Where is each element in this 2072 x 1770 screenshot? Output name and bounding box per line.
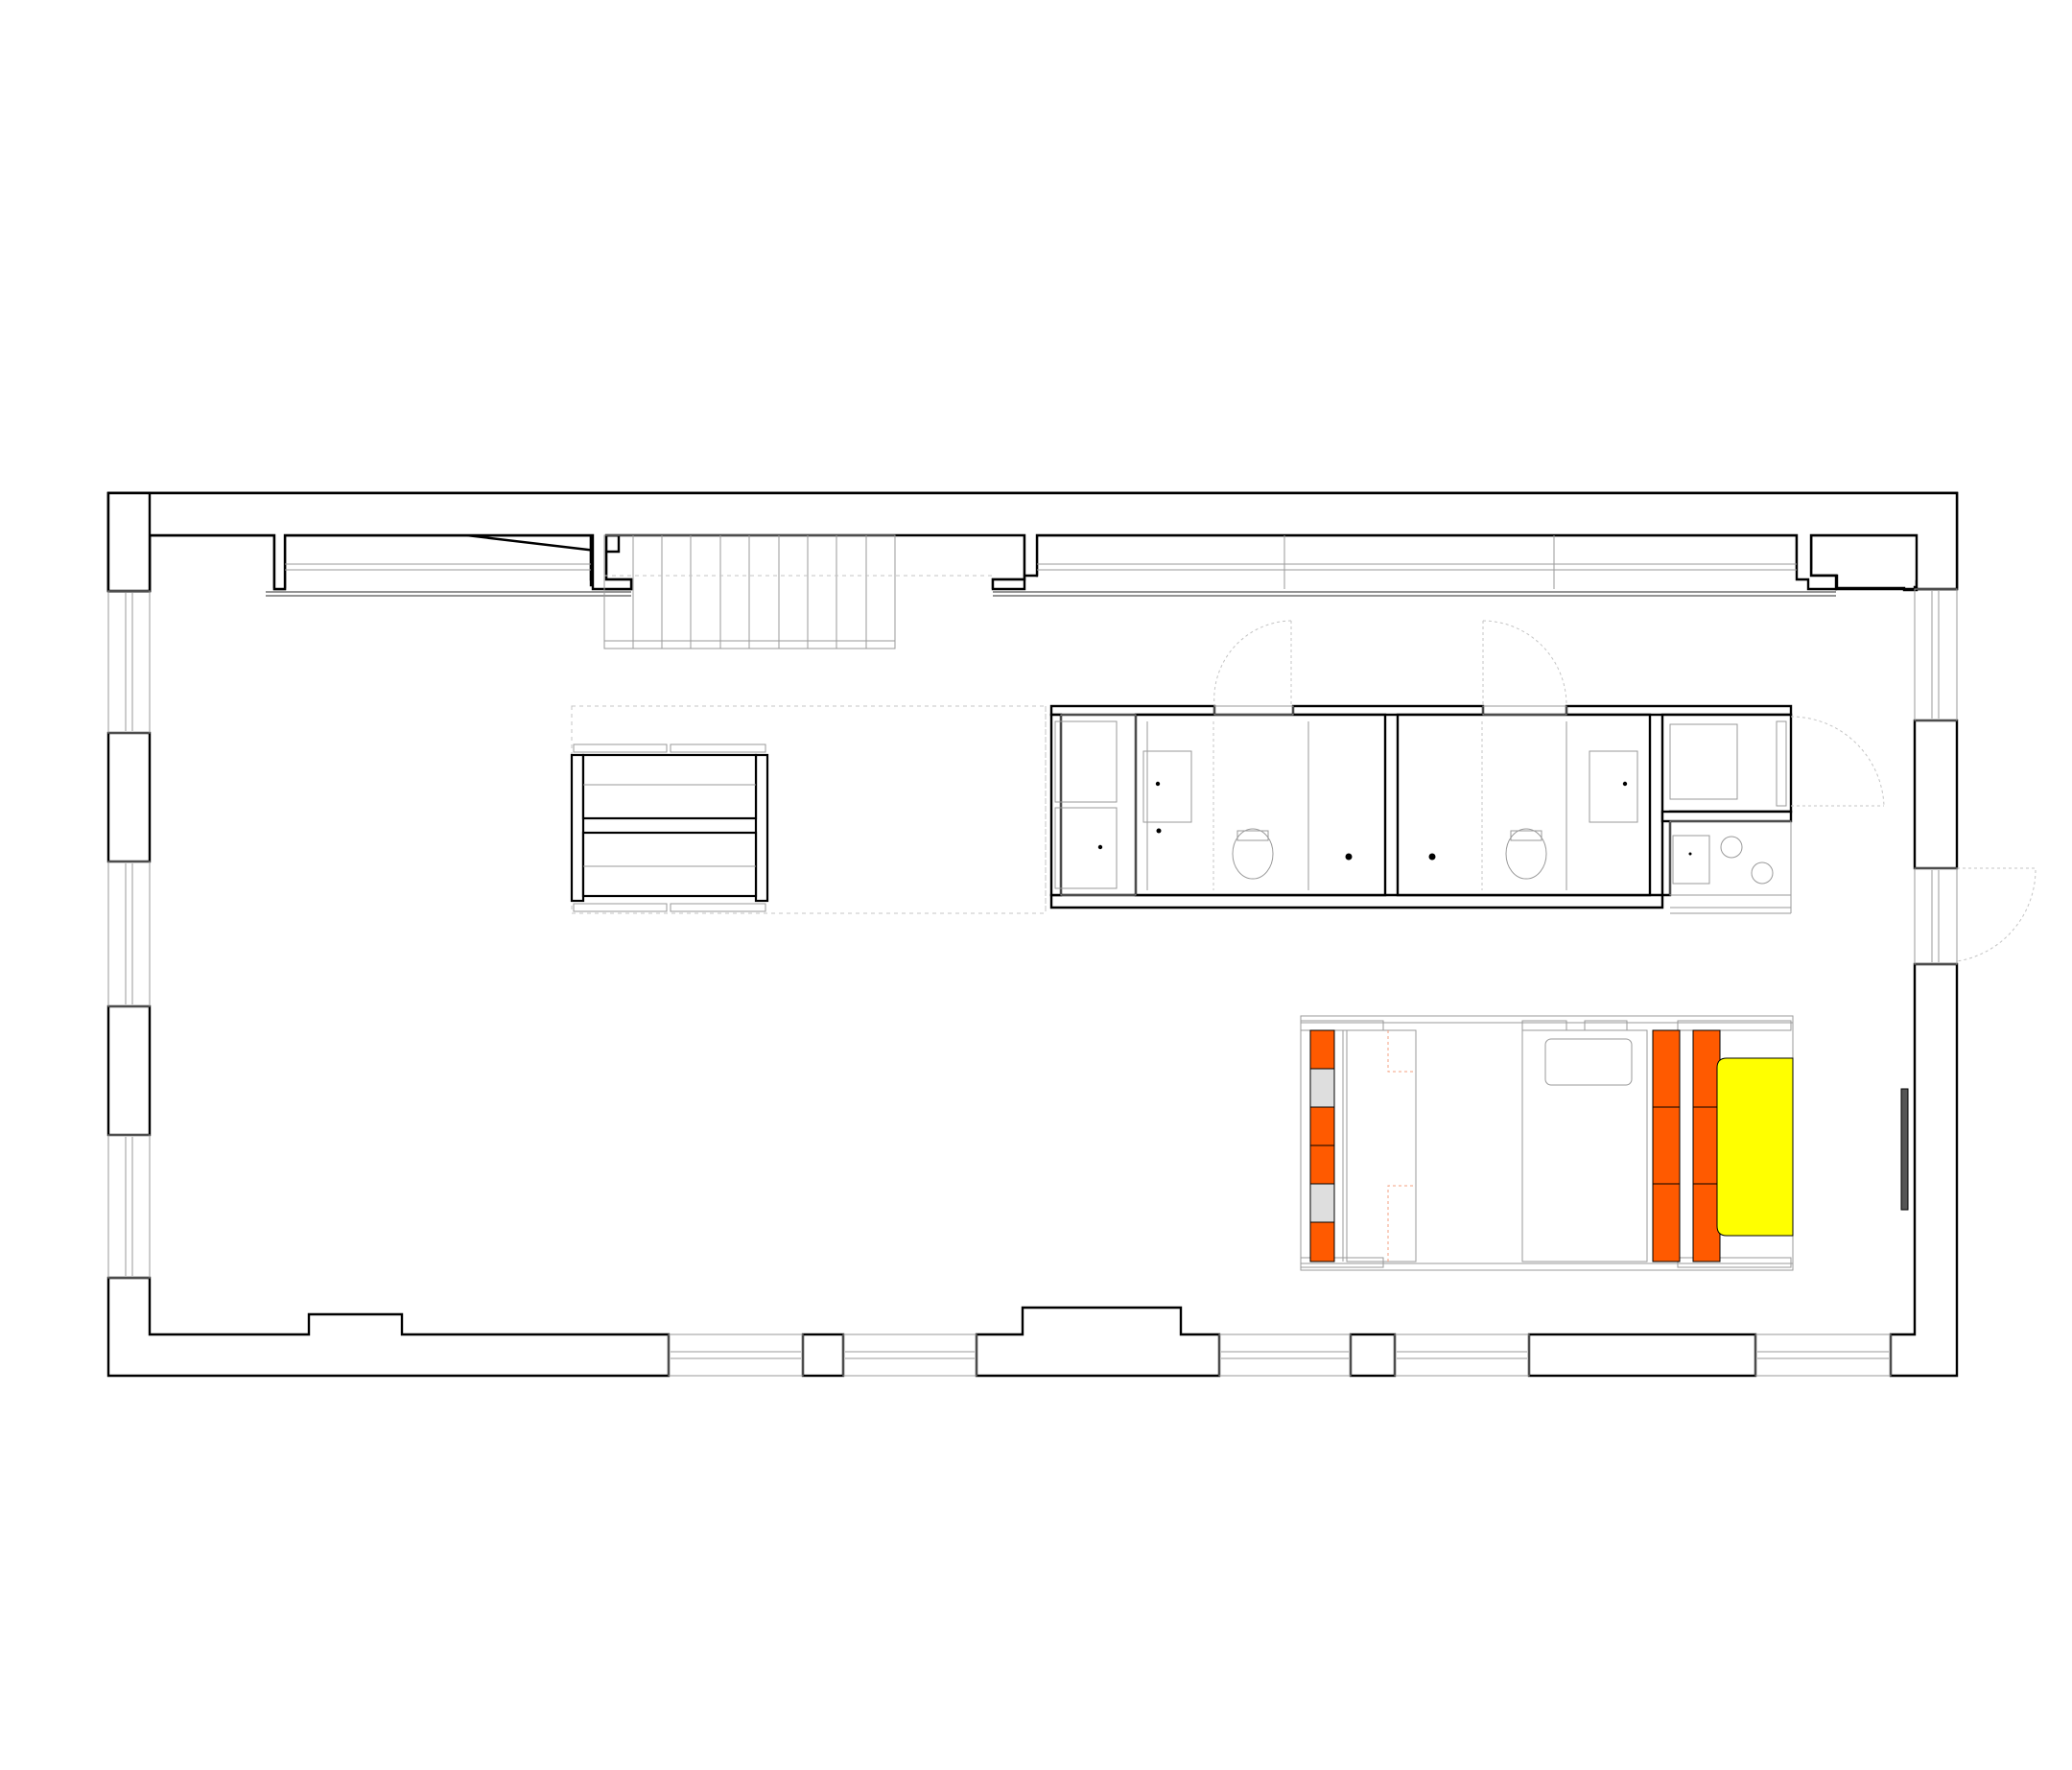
fixture-dots: [1097, 781, 1692, 861]
bunk-block-4: [1309, 1145, 1335, 1185]
radiator: [1900, 1088, 1909, 1211]
utility-divider: [1660, 810, 1793, 823]
window-bottom-1: [668, 1333, 804, 1377]
window-left-1: [107, 590, 151, 734]
wall-top: [106, 491, 1959, 593]
toilet-1: [1232, 828, 1274, 880]
bathroom-core: [1045, 620, 2037, 962]
window-left-3: [107, 1134, 151, 1279]
window-bottom-4: [1394, 1333, 1530, 1377]
bunk-column-a-3: [1652, 1183, 1681, 1263]
wall-left-pier-1: [106, 731, 152, 863]
bunk-column-b-1: [1692, 1029, 1721, 1108]
window-right-1: [1914, 588, 1958, 721]
wall-bottom-pier-2: [1349, 1333, 1397, 1378]
core-bottom-wall: [1049, 893, 1664, 909]
bunk-column-a-2: [1652, 1106, 1681, 1185]
wall-bottom-pier-3: [1527, 1333, 1757, 1378]
bunk-bed-unit: [1300, 1015, 1794, 1271]
wall-right-bottom: [1889, 962, 1959, 1378]
bunk-block-2: [1309, 1068, 1335, 1108]
toilet-2: [1505, 828, 1547, 880]
top-rail: [266, 591, 1836, 597]
bunk-block-3: [1309, 1106, 1335, 1146]
window-bottom-2: [842, 1333, 977, 1377]
bunk-block-5: [1309, 1183, 1335, 1223]
wall-solids: [106, 491, 1959, 1378]
door-swings: [1213, 620, 2037, 962]
wall-bottom-mid: [975, 1306, 1221, 1378]
core-top-wall-3: [1565, 704, 1793, 717]
bathroom-cubicle-2: [1396, 713, 1652, 897]
window-left-2: [107, 861, 151, 1007]
bunk-block-6: [1309, 1221, 1335, 1263]
wall-left-top: [106, 491, 152, 593]
core-top-wall-1: [1049, 704, 1216, 717]
core-left-wall: [1049, 713, 1063, 897]
bunk-block-1: [1309, 1029, 1335, 1070]
bathroom-cubicle-1: [1134, 713, 1387, 897]
wall-right-pier: [1913, 719, 1959, 870]
window-bottom-5: [1754, 1333, 1892, 1377]
core-top-wall-2: [1291, 704, 1485, 717]
wall-bottom-left: [106, 1276, 671, 1378]
bunk-column-b-2: [1692, 1106, 1721, 1185]
staircase: [603, 534, 993, 649]
wall-left-pier-2: [106, 1004, 152, 1137]
wall-bottom-pier-1: [801, 1333, 845, 1378]
wall-top-left-corner: [108, 533, 633, 593]
window-right-2: [1914, 867, 1958, 965]
shelving-island: [570, 705, 1047, 914]
windows: [107, 535, 1958, 1377]
bunk-column-a-1: [1652, 1029, 1681, 1108]
mattress: [1716, 1057, 1794, 1237]
bunk-column-b-3: [1692, 1183, 1721, 1263]
wall-top-right: [1038, 533, 1813, 570]
window-bottom-3: [1218, 1333, 1352, 1377]
